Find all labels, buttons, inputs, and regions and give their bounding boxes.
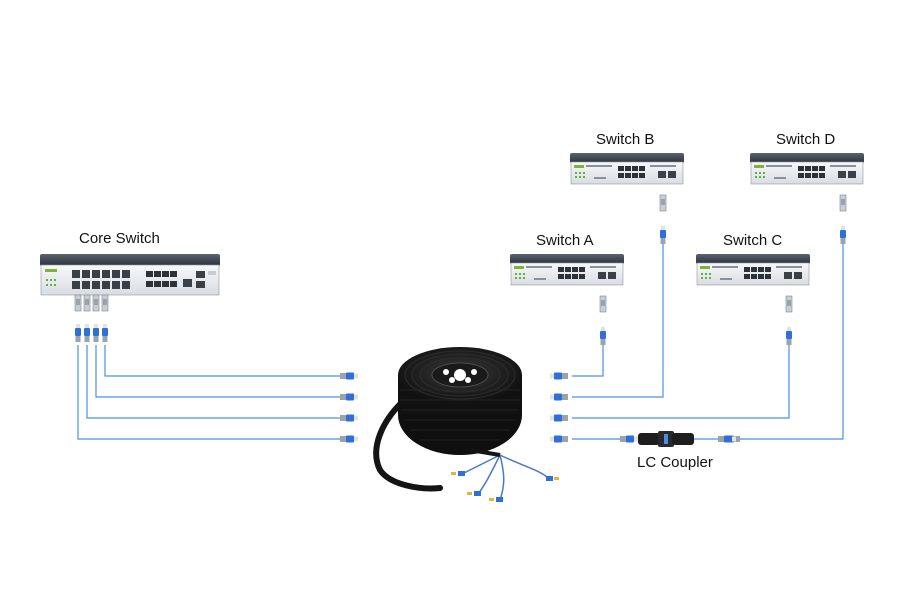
lc-coupler (638, 431, 736, 447)
switch-c (695, 253, 811, 345)
switch-a (509, 253, 625, 345)
switch-d-label: Switch D (776, 131, 836, 148)
right-lc-connectors (550, 372, 740, 443)
lc-coupler-label: LC Coupler (637, 454, 713, 471)
switch-c-label: Switch C (723, 232, 783, 249)
core-switch-label: Core Switch (79, 230, 160, 247)
left-lc-connectors (340, 372, 358, 443)
switch-d (749, 152, 865, 244)
switch-b (569, 152, 685, 244)
fiber-links-left (77, 345, 340, 440)
switch-a-label: Switch A (536, 232, 594, 249)
fiber-links-right (572, 244, 844, 440)
core-switch (40, 254, 220, 342)
switch-b-label: Switch B (596, 131, 655, 148)
cable-reel (373, 347, 559, 502)
